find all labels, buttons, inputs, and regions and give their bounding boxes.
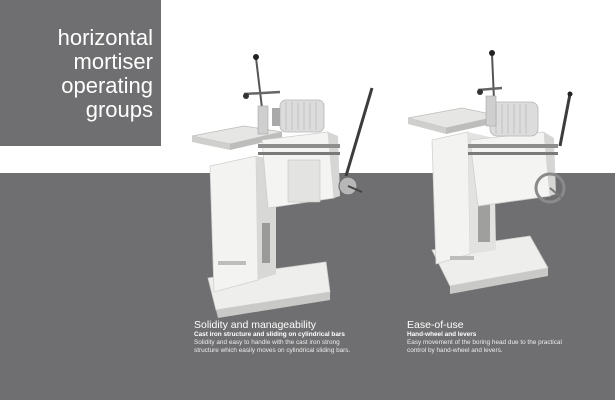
title-line-3: operating <box>61 73 153 98</box>
title-line-2: mortiser <box>73 49 153 74</box>
title-line-1: horizontal <box>57 25 153 50</box>
page-title: horizontal mortiser operating groups <box>58 26 153 122</box>
feature-heading: Solidity and manageability <box>194 319 316 331</box>
feature-subheading: Cast iron structure and sliding on cylin… <box>194 331 345 338</box>
feature-ease-of-use: Ease-of-use Hand-wheel and levers Easy m… <box>407 319 607 356</box>
title-box: horizontal mortiser operating groups <box>0 0 161 146</box>
feature-solidity: Solidity and manageability Cast iron str… <box>194 319 394 356</box>
feature-subheading: Hand-wheel and levers <box>407 331 477 338</box>
feature-body-line-1: Easy movement of the boring head due to … <box>407 339 562 346</box>
mortiser-machine-image-2 <box>407 50 573 294</box>
feature-body-line-2: structure which easily moves on cylindri… <box>194 347 351 355</box>
title-line-4: groups <box>85 97 153 122</box>
feature-heading: Ease-of-use <box>407 319 464 331</box>
feature-body-line-1: Solidity and easy to handle with the cas… <box>194 339 340 346</box>
feature-body-line-2: control by hand-wheel and levers. <box>407 347 503 355</box>
mortiser-machine-image-1 <box>191 54 374 318</box>
